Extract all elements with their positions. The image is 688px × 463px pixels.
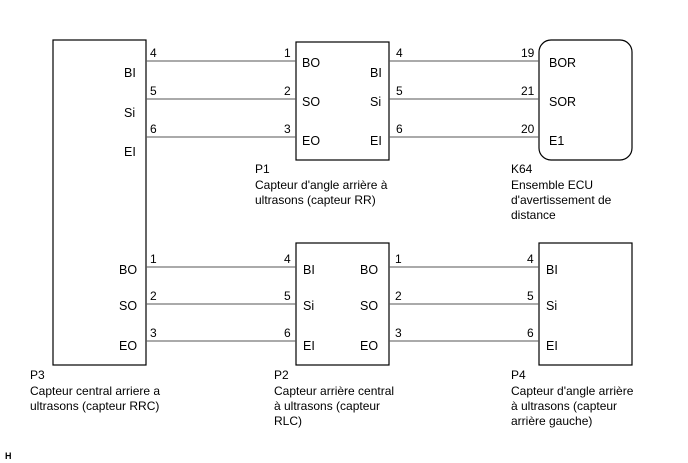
p4-caption-line-2: à ultrasons (capteur bbox=[511, 399, 617, 413]
pin-number: 4 bbox=[284, 252, 291, 266]
pin-number: 6 bbox=[396, 122, 403, 136]
p1-terminal-bo: BO bbox=[302, 56, 320, 70]
k64-caption-line-2: d'avertissement de bbox=[511, 193, 612, 207]
p1-terminal-ei: EI bbox=[370, 134, 382, 148]
p4-body bbox=[538, 242, 633, 366]
p3-terminal-bo: BO bbox=[119, 263, 137, 277]
pin-number: 5 bbox=[396, 84, 403, 98]
pin-number: 6 bbox=[527, 326, 534, 340]
p4-terminal-bi: BI bbox=[546, 263, 558, 277]
pin-number: 2 bbox=[395, 289, 402, 303]
p3-terminal-ei: EI bbox=[124, 145, 136, 159]
wire-group-p2-p4: 1 2 3 4 5 6 bbox=[389, 252, 539, 342]
p1-terminal-si: Si bbox=[370, 95, 381, 109]
pin-number: 4 bbox=[150, 46, 157, 60]
wire-group-p1-k64: 4 5 6 19 21 20 bbox=[389, 46, 539, 138]
p2-caption-line-3: RLC) bbox=[274, 414, 302, 428]
p3-caption-line-2: ultrasons (capteur RRC) bbox=[30, 399, 159, 413]
p2-terminal-si: Si bbox=[303, 299, 314, 313]
p1-body bbox=[295, 41, 390, 161]
pin-number: 3 bbox=[150, 326, 157, 340]
pin-number: 4 bbox=[527, 252, 534, 266]
p1-id: P1 bbox=[255, 162, 270, 176]
k64-terminal-sor: SOR bbox=[549, 95, 576, 109]
p3-body bbox=[52, 39, 147, 366]
component-k64: BOR SOR E1 K64 Ensemble ECU d'avertissem… bbox=[511, 39, 633, 222]
p4-terminal-ei: EI bbox=[546, 339, 558, 353]
component-p1: BO SO EO BI Si EI P1 Capteur d'angle arr… bbox=[255, 41, 390, 207]
k64-terminal-e1: E1 bbox=[549, 134, 564, 148]
p2-caption-line-2: à ultrasons (capteur bbox=[274, 399, 380, 413]
p2-body bbox=[295, 242, 390, 366]
pin-number: 6 bbox=[284, 326, 291, 340]
p4-id: P4 bbox=[511, 368, 526, 382]
pin-number: 6 bbox=[150, 122, 157, 136]
pin-number: 5 bbox=[150, 84, 157, 98]
pin-number: 21 bbox=[521, 84, 535, 98]
p3-terminal-so: SO bbox=[119, 299, 137, 313]
p3-terminal-si: Si bbox=[124, 106, 135, 120]
p4-terminal-si: Si bbox=[546, 299, 557, 313]
wire-group-p3-p1: 4 5 6 1 2 3 bbox=[146, 46, 296, 138]
k64-terminal-bor: BOR bbox=[549, 56, 576, 70]
p2-id: P2 bbox=[274, 368, 289, 382]
pin-number: 2 bbox=[150, 289, 157, 303]
p2-terminal-ei: EI bbox=[303, 339, 315, 353]
component-p4: BI Si EI P4 Capteur d'angle arrière à ul… bbox=[511, 242, 634, 428]
wire-group-p3-p2: 1 2 3 4 5 6 bbox=[146, 252, 296, 342]
p3-id: P3 bbox=[30, 368, 45, 382]
pin-number: 1 bbox=[150, 252, 157, 266]
pin-number: 1 bbox=[395, 252, 402, 266]
p2-terminal-so: SO bbox=[360, 299, 378, 313]
p3-terminal-eo: EO bbox=[119, 339, 137, 353]
k64-body bbox=[538, 39, 633, 161]
k64-caption-line-1: Ensemble ECU bbox=[511, 178, 593, 192]
pin-number: 5 bbox=[527, 289, 534, 303]
p3-terminal-bi: BI bbox=[124, 66, 136, 80]
p1-terminal-bi: BI bbox=[370, 66, 382, 80]
p1-caption-line-1: Capteur d'angle arrière à bbox=[255, 178, 388, 192]
component-p3: BI Si EI BO SO EO P3 Capteur central arr… bbox=[30, 39, 160, 413]
p2-caption-line-1: Capteur arrière central bbox=[274, 384, 394, 398]
pin-number: 20 bbox=[521, 122, 535, 136]
pin-number: 2 bbox=[284, 84, 291, 98]
p1-caption-line-2: ultrasons (capteur RR) bbox=[255, 193, 376, 207]
pin-number: 3 bbox=[284, 122, 291, 136]
p2-terminal-eo: EO bbox=[360, 339, 378, 353]
p4-caption-line-3: arrière gauche) bbox=[511, 414, 592, 428]
figure-code: H bbox=[5, 451, 12, 461]
p1-terminal-eo: EO bbox=[302, 134, 320, 148]
p1-terminal-so: SO bbox=[302, 95, 320, 109]
p3-caption-line-1: Capteur central arriere a bbox=[30, 384, 160, 398]
p4-caption-line-1: Capteur d'angle arrière bbox=[511, 384, 634, 398]
k64-id: K64 bbox=[511, 162, 533, 176]
p2-terminal-bo: BO bbox=[360, 263, 378, 277]
k64-caption-line-3: distance bbox=[511, 208, 556, 222]
p2-terminal-bi: BI bbox=[303, 263, 315, 277]
pin-number: 3 bbox=[395, 326, 402, 340]
pin-number: 19 bbox=[521, 46, 535, 60]
pin-number: 1 bbox=[284, 46, 291, 60]
pin-number: 5 bbox=[284, 289, 291, 303]
pin-number: 4 bbox=[396, 46, 403, 60]
component-p2: BI Si EI BO SO EO P2 Capteur arrière cen… bbox=[274, 242, 394, 428]
